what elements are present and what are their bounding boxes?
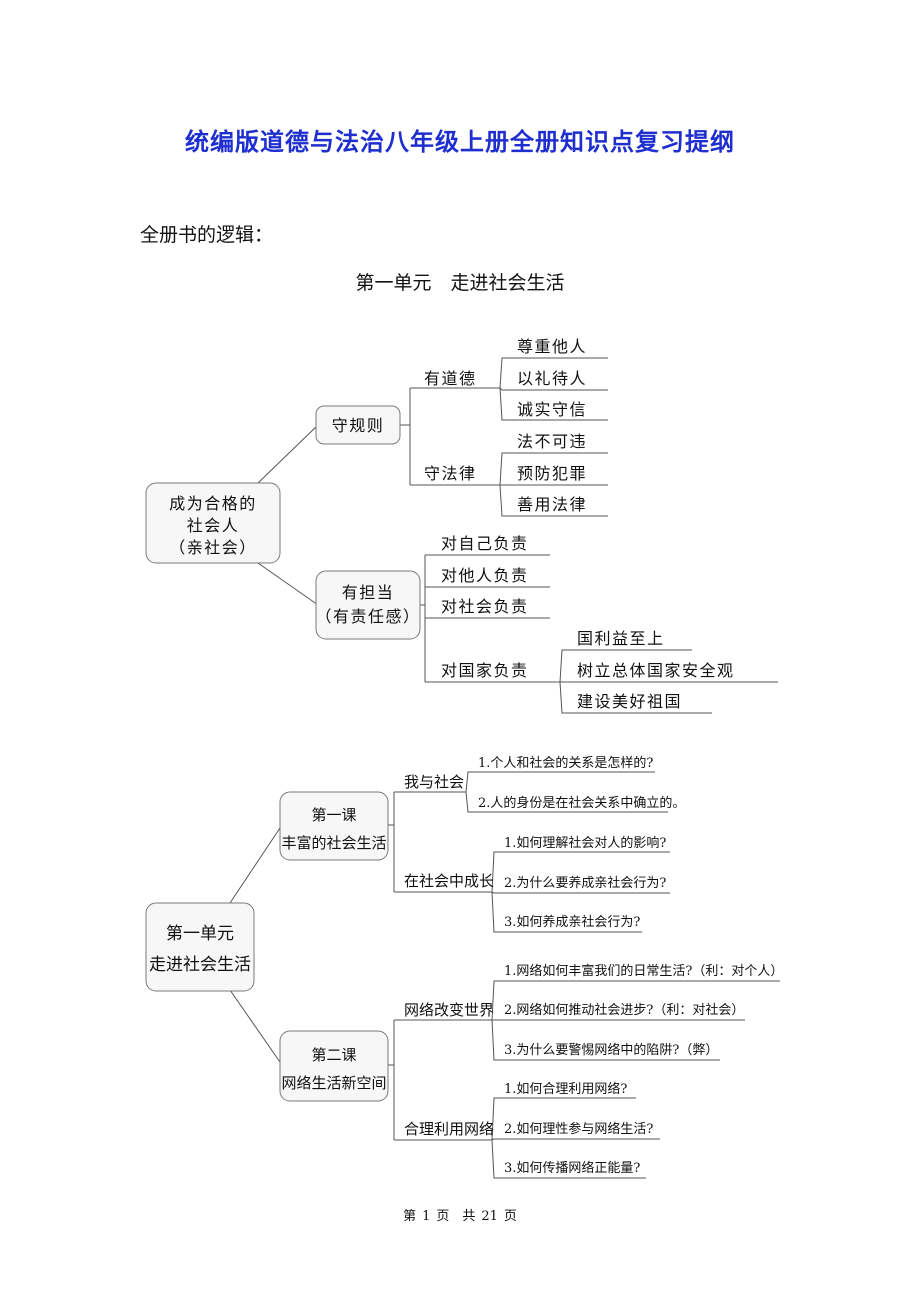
map2-l2-topic1-item-1: 1.网络如何丰富我们的日常生活?（利：对个人） — [504, 963, 783, 979]
map2-root-box — [145, 902, 255, 992]
map2-l2-topic2: 合理利用网络 — [404, 1120, 494, 1138]
map1-law-item-1: 法不可违 — [517, 432, 587, 451]
map2-lesson2-line1: 第二课 — [311, 1046, 356, 1064]
map1-root-box — [145, 482, 281, 564]
map2-l2-topic2-item-2: 2.如何理性参与网络生活? — [504, 1121, 653, 1137]
map1-root-line3: （亲社会） — [169, 538, 257, 557]
map2-l1-topic2-item-3: 3.如何养成亲社会行为? — [504, 914, 640, 930]
map1-nation-item-3: 建设美好祖国 — [577, 692, 682, 711]
map2-l1-topic2: 在社会中成长 — [404, 872, 494, 890]
map2-l2-topic1-item-2: 2.网络如何推动社会进步?（利：对社会） — [504, 1002, 744, 1018]
map2-root-line2: 走进社会生活 — [149, 955, 251, 975]
footer-mid: 页 共 — [436, 1209, 476, 1224]
map1-morality-item-3: 诚实守信 — [517, 400, 587, 419]
map1-resp-item-1: 对自己负责 — [441, 534, 529, 553]
map2-l2-topic1-item-3: 3.为什么要警惕网络中的陷阱?（弊） — [504, 1042, 718, 1058]
map2-lesson1-box — [279, 791, 389, 861]
map1-morality: 有道德 — [424, 369, 477, 388]
map1-resp-item-3: 对社会负责 — [441, 597, 529, 616]
map1-rules: 守规则 — [332, 416, 385, 435]
map2-lesson1-line1: 第一课 — [311, 806, 356, 824]
map2-l1-topic1-item-1: 1.个人和社会的关系是怎样的? — [478, 755, 653, 771]
map1-law: 守法律 — [424, 464, 477, 483]
map2-l1-topic2-item-2: 2.为什么要养成亲社会行为? — [504, 875, 666, 891]
map1-responsibility-box — [315, 570, 421, 640]
map1-law-item-3: 善用法律 — [517, 495, 587, 514]
map1-responsibility-line2: （有责任感） — [315, 607, 420, 626]
map1-rules-box — [315, 405, 401, 445]
map2-l2-topic2-item-3: 3.如何传播网络正能量? — [504, 1160, 640, 1176]
map1-morality-item-1: 尊重他人 — [517, 337, 587, 356]
map2-l2-topic1: 网络改变世界 — [404, 1001, 494, 1019]
page-title: 统编版道德与法治八年级上册全册知识点复习提纲 — [185, 128, 735, 156]
map1-responsibility-line1: 有担当 — [342, 583, 395, 602]
map2-lesson2-line2: 网络生活新空间 — [281, 1074, 386, 1092]
map1-morality-item-2: 以礼待人 — [517, 369, 587, 388]
map2-root-line1: 第一单元 — [166, 924, 234, 944]
map2-lesson1-line2: 丰富的社会生活 — [281, 834, 386, 852]
section-subtitle: 全册书的逻辑： — [140, 224, 274, 246]
footer-suffix: 页 — [503, 1209, 517, 1224]
map2-l1-topic2-item-1: 1.如何理解社会对人的影响? — [504, 835, 666, 851]
map2-l1-topic1: 我与社会 — [404, 773, 464, 791]
map2-l1-topic1-item-2: 2.人的身份是在社会关系中确立的。 — [478, 795, 685, 811]
map1-root-line1: 成为合格的 — [169, 494, 257, 513]
map1-root-line2: 社会人 — [187, 516, 240, 535]
map1-resp-item-4: 对国家负责 — [441, 661, 529, 680]
map2-lesson2-box — [279, 1030, 389, 1102]
map1-nation-item-2: 树立总体国家安全观 — [577, 661, 735, 680]
footer-page-num: 1 — [422, 1209, 431, 1224]
footer-page-total: 21 — [481, 1209, 498, 1224]
unit-heading: 第一单元 走进社会生活 — [355, 272, 565, 294]
mind-map-1: 成为合格的 社会人 （亲社会） 守规则 有道德 尊重他人 以礼待人 诚实守信 守… — [145, 337, 778, 714]
map1-nation-item-1: 国利益至上 — [577, 629, 665, 648]
mind-map-2: 第一单元 走进社会生活 第一课 丰富的社会生活 我与社会 1.个人和社会的关系是… — [145, 755, 783, 1179]
map2-l2-topic2-item-1: 1.如何合理利用网络? — [504, 1081, 627, 1097]
footer-prefix: 第 — [403, 1209, 417, 1224]
map1-law-item-2: 预防犯罪 — [517, 464, 587, 483]
map1-resp-item-2: 对他人负责 — [441, 566, 529, 585]
